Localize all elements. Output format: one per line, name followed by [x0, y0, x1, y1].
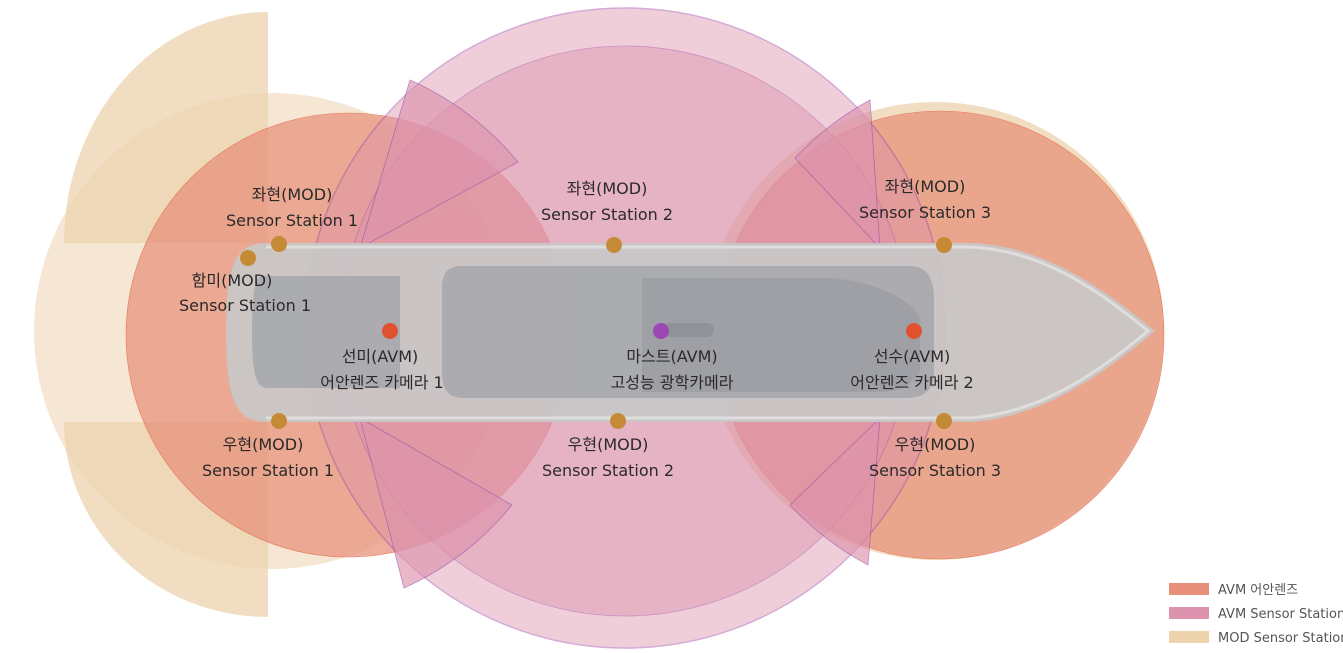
ship-hull-outline [266, 245, 1151, 420]
stern-mod-1-label-line1: 함미(MOD) [192, 271, 273, 290]
avm-sensor-wedge-stern-starboard [359, 417, 513, 589]
mast-avm-label-line1: 마스트(AVM) [626, 347, 717, 366]
port-mod-3-label-line1: 좌현(MOD) [885, 177, 966, 196]
stbd-mod-1-label-line1: 우현(MOD) [223, 435, 304, 454]
avm-sensor-wedge-bow-starboard [789, 416, 881, 566]
legend-label-avm-sensor: AVM Sensor Station [1218, 607, 1343, 622]
stern-mod-1-label-line2: Sensor Station 1 [179, 296, 311, 315]
legend-swatch-avm-sensor [1169, 607, 1209, 619]
labels: 좌현(MOD) Sensor Station 1 좌현(MOD) Sensor … [179, 177, 1001, 480]
bow-avm-dot [906, 323, 922, 339]
stbd-mod-3-label-line1: 우현(MOD) [895, 435, 976, 454]
port-mod-1-label-line2: Sensor Station 1 [226, 211, 358, 230]
stern-avm-label-line1: 선미(AVM) [342, 347, 419, 366]
stern-avm-dot [382, 323, 398, 339]
stbd-mod-1-dot [271, 413, 287, 429]
stern-avm-label-line2: 어안렌즈 카메라 1 [320, 373, 443, 392]
sensor-points [240, 236, 952, 429]
stbd-mod-3-dot [936, 413, 952, 429]
avm-sensor-wedge-bow-port [794, 99, 881, 250]
ship-superstructure [642, 278, 920, 392]
stbd-mod-3-label-line2: Sensor Station 3 [869, 461, 1001, 480]
port-mod-2-label-line1: 좌현(MOD) [567, 179, 648, 198]
mast-avm-label-line2: 고성능 광학카메라 [611, 373, 734, 392]
legend: AVM 어안렌즈 AVM Sensor Station MOD Sensor S… [1169, 583, 1343, 646]
stern-mod-1-dot [240, 250, 256, 266]
port-mod-1-dot [271, 236, 287, 252]
stbd-mod-2-label-line1: 우현(MOD) [568, 435, 649, 454]
avm-sensor-wedge-stern-port [359, 79, 519, 249]
port-mod-1-label-line1: 좌현(MOD) [252, 185, 333, 204]
port-mod-3-label-line2: Sensor Station 3 [859, 203, 991, 222]
stbd-mod-1-label-line2: Sensor Station 1 [202, 461, 334, 480]
bow-avm-label-line1: 선수(AVM) [874, 347, 951, 366]
ship-mast [662, 323, 714, 337]
port-mod-3-dot [936, 237, 952, 253]
legend-swatch-mod-sensor [1169, 631, 1209, 643]
stbd-mod-2-dot [610, 413, 626, 429]
ship [226, 243, 1155, 422]
legend-label-mod-sensor: MOD Sensor Station [1218, 631, 1343, 646]
port-mod-2-label-line2: Sensor Station 2 [541, 205, 673, 224]
bow-avm-label-line2: 어안렌즈 카메라 2 [850, 373, 973, 392]
port-mod-2-dot [606, 237, 622, 253]
legend-label-avm-lens: AVM 어안렌즈 [1218, 583, 1298, 598]
stbd-mod-2-label-line2: Sensor Station 2 [542, 461, 674, 480]
legend-swatch-avm-lens [1169, 583, 1209, 595]
ship-deck-stern [252, 276, 400, 388]
mast-avm-dot [653, 323, 669, 339]
